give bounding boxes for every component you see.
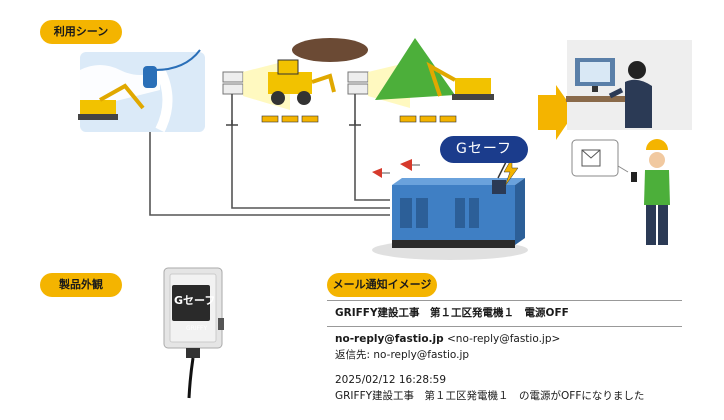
mail-notification-example: GRIFFY建設工事 第１工区発電機１ 電源OFF no-reply@fasti…: [327, 300, 682, 403]
office-monitoring-illustration: [566, 40, 692, 130]
notification-arrow-icon: [538, 85, 575, 140]
mail-from-address: no-reply@fastio.jp: [335, 333, 444, 345]
product-section-label: 製品外観: [40, 273, 122, 297]
alarm-horns-illustration: [372, 159, 420, 178]
mail-subject: GRIFFY建設工事 第１工区発電機１ 電源OFF: [327, 300, 682, 327]
gsafe-product-label: Gセーフ: [440, 136, 528, 163]
mail-from: no-reply@fastio.jp <no-reply@fastio.jp>: [327, 327, 682, 345]
excavator-illustration: [375, 38, 494, 123]
device-screen-text: Gセーフ: [174, 294, 216, 307]
pump-scene-illustration: [78, 49, 205, 133]
lightning-icon: [503, 157, 519, 187]
device-illustration: [163, 267, 224, 399]
device-brand-logo: GRIFFY: [186, 325, 208, 332]
mail-reply-to: 返信先: no-reply@fastio.jp: [335, 349, 470, 361]
field-worker-illustration: [571, 139, 670, 245]
mail-from-display: <no-reply@fastio.jp>: [447, 333, 561, 345]
mail-datetime: 2025/02/12 16:28:59: [335, 374, 447, 386]
wheel-loader-illustration: [261, 38, 368, 123]
mail-body: GRIFFY建設工事 第１工区発電機１ の電源がOFFになりました: [335, 390, 645, 402]
mail-section-label: メール通知イメージ: [327, 273, 437, 297]
connection-lines: [149, 95, 390, 216]
scene-section-label: 利用シーン: [40, 20, 122, 44]
generator-illustration: [372, 161, 528, 260]
